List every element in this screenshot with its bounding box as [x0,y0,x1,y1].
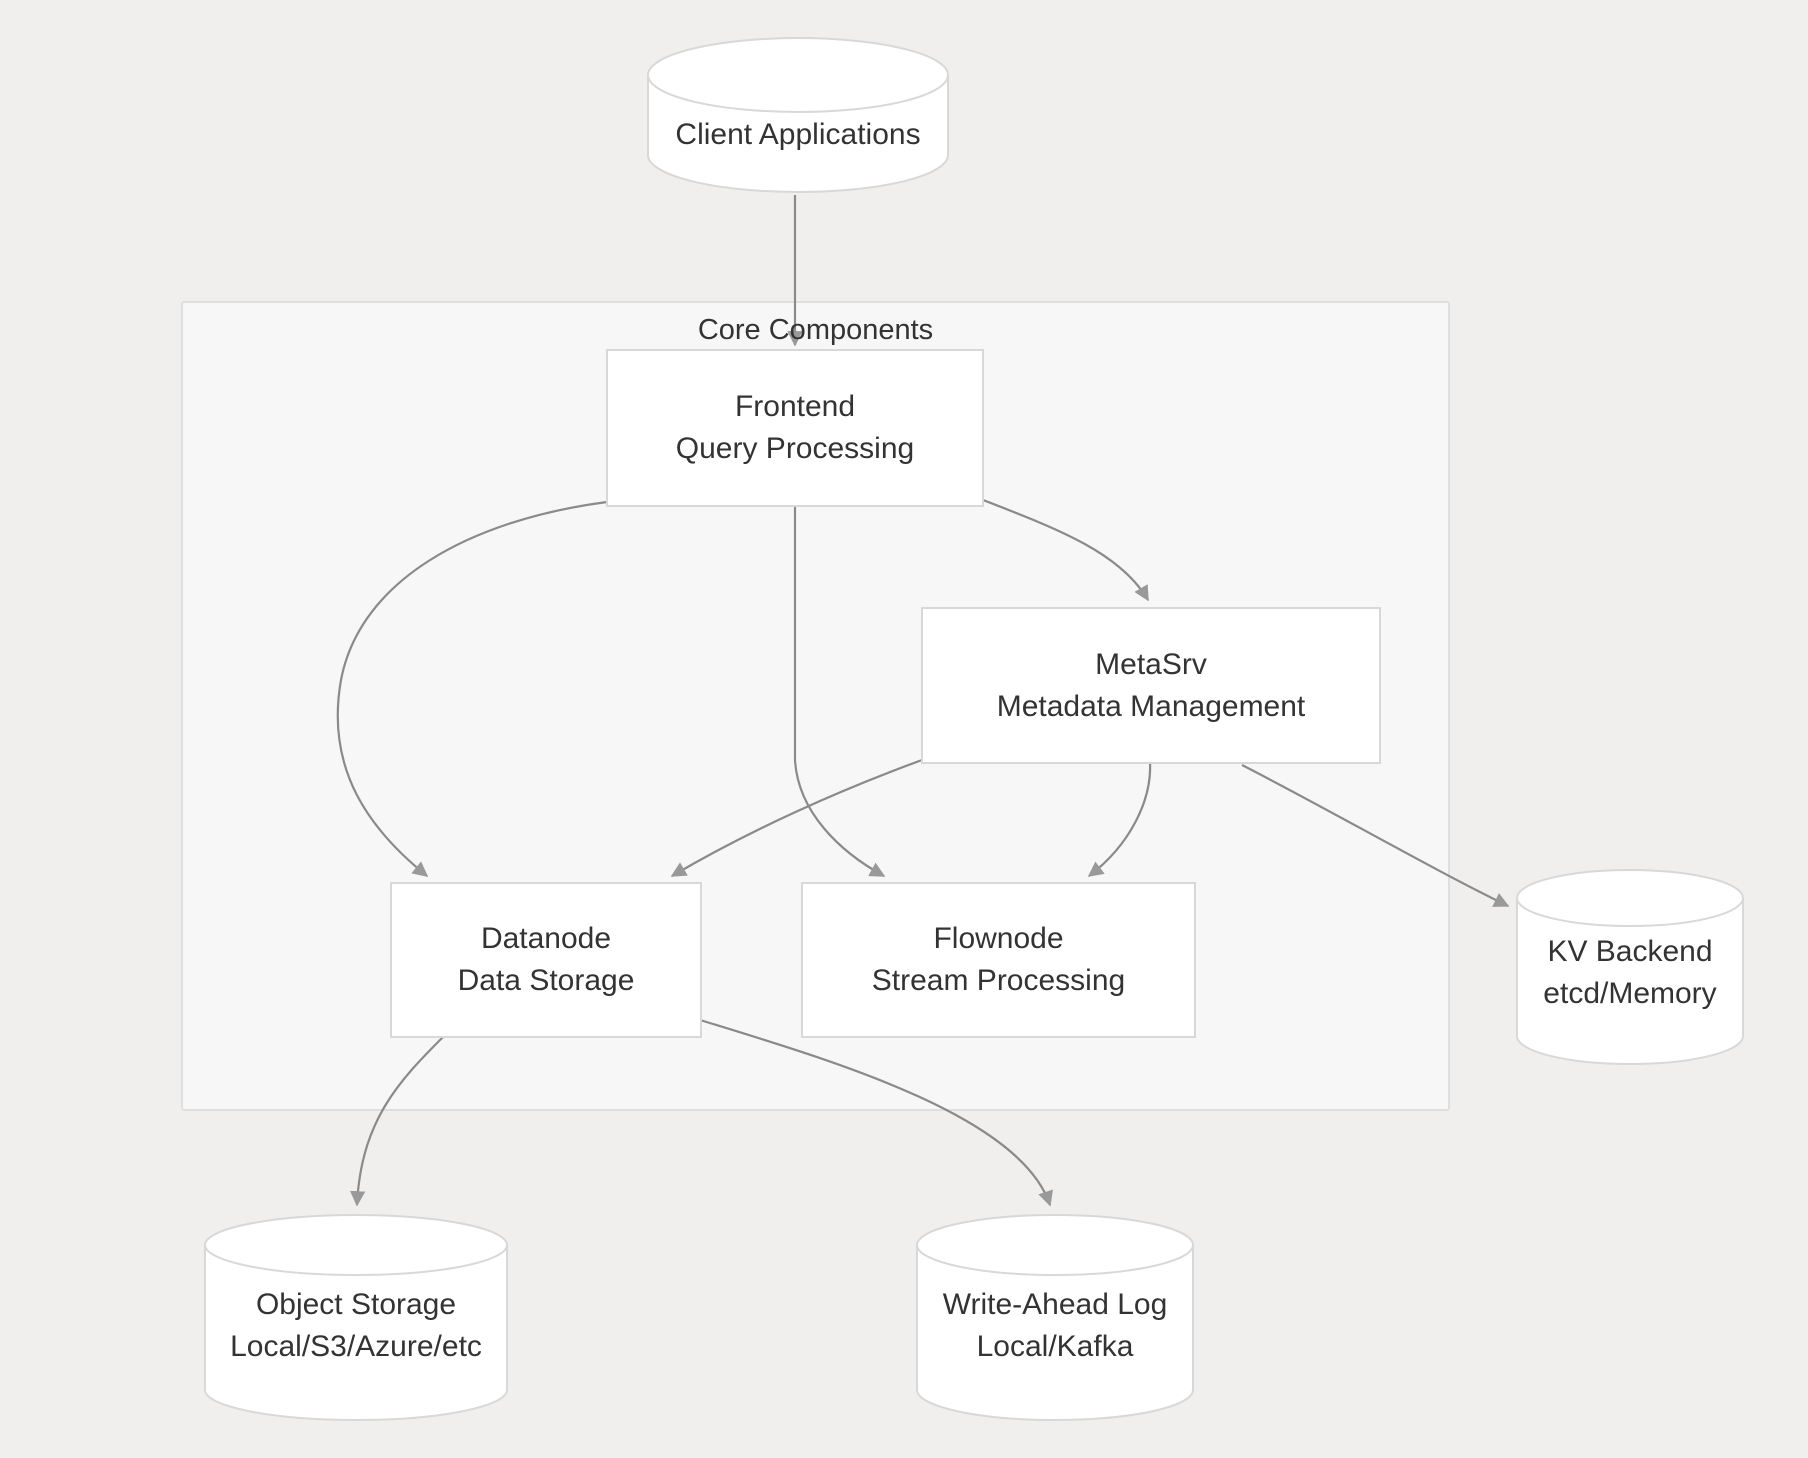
cluster-title-core-components: Core Components [697,314,934,346]
edge-metasrv-to-datanode [670,758,923,877]
node-shape-kv-backend [1516,869,1744,1065]
edge-frontend-to-metasrv [982,498,1149,602]
node-shape-client-applications [647,37,949,193]
node-shape-flownode [801,882,1196,1038]
edge-datanode-to-objectstorage [349,1035,445,1207]
node-shape-datanode [390,882,702,1038]
edge-metasrv-to-kvbackend [1241,764,1510,907]
edge-metasrv-to-flownode [1087,761,1152,877]
edge-frontend-to-datanode [336,500,608,877]
edge-datanode-to-wal [699,1018,1053,1207]
node-shape-frontend [606,349,984,507]
node-shape-metasrv [921,607,1381,764]
node-shape-write-ahead-log [916,1214,1194,1421]
edge-frontend-to-flownode [793,505,886,877]
node-shape-object-storage [204,1214,508,1421]
